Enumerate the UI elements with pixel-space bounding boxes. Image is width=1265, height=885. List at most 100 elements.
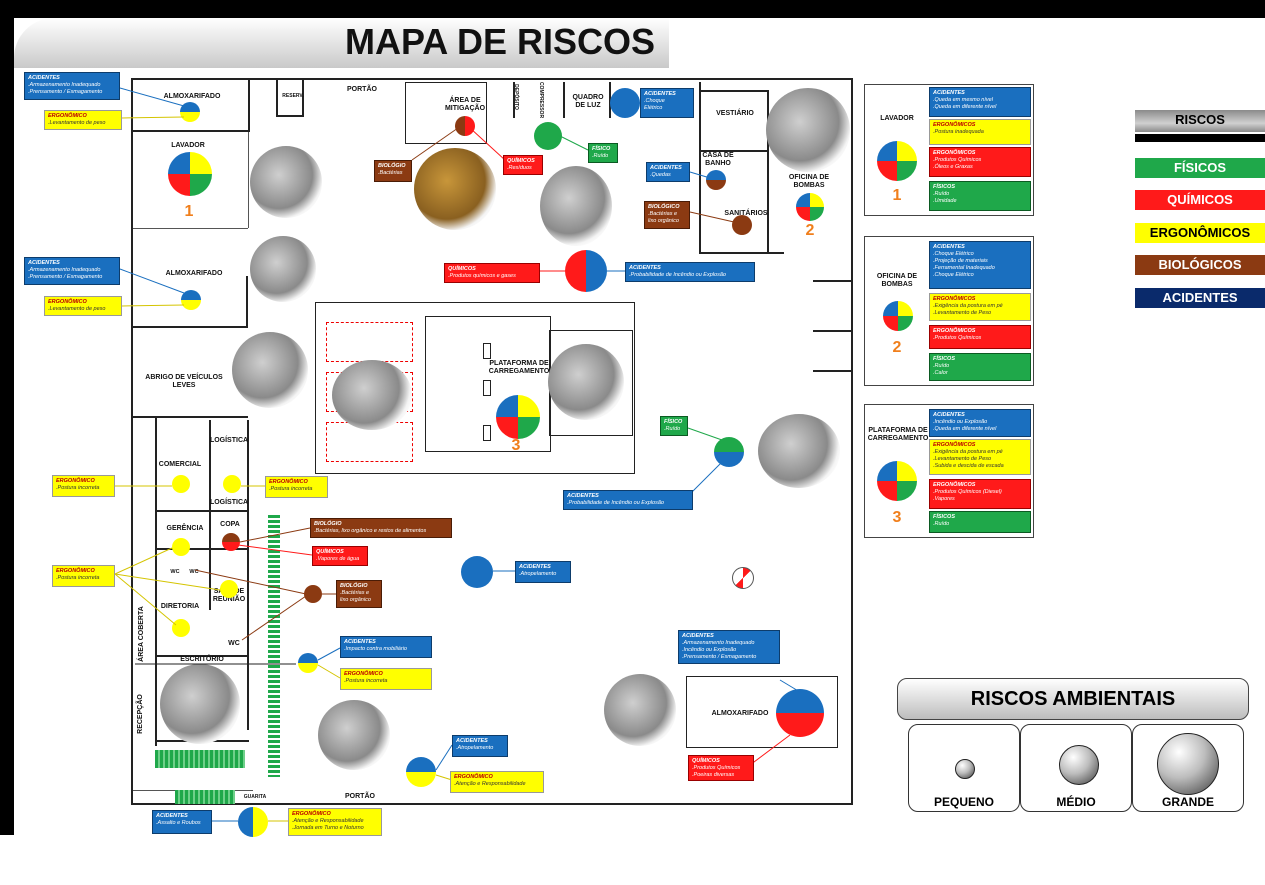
room-reserv: RESERV. <box>282 93 304 99</box>
note-acidentes-portao: ACIDENTES.Atropelamento <box>452 735 508 757</box>
risk-circle-portao[interactable] <box>406 757 436 787</box>
room-almoxarifado-top: ALMOXARIFADO <box>163 93 221 100</box>
panel-oficina-number: 2 <box>892 339 902 356</box>
room-comercial: COMERCIAL <box>158 461 202 468</box>
risk-circle-compressor[interactable] <box>534 122 562 150</box>
panel-lavador: LAVADOR 1 ACIDENTES.Queda em mesmo nível… <box>864 84 1034 216</box>
note-biologico-copa: BIOLÓGIO.Bactérias, lixo orgânico e rest… <box>310 518 452 538</box>
panel-oficina-quimicos: ERGONÔMICOS.Produtos Químicos <box>929 325 1031 349</box>
note-ergonomico-portao: ERGONÔMICO.Atenção e Responsabilidade <box>450 771 544 793</box>
risk-circle-logistica[interactable] <box>223 475 241 493</box>
room-casa-banho: CASA DE BANHO <box>702 152 734 167</box>
gate-top-label: PORTÃO <box>347 86 377 93</box>
room-oficina-bombas: OFICINA DE BOMBAS <box>788 174 830 189</box>
panel-lavador-title: LAVADOR <box>880 115 914 122</box>
note-acidentes-almox-top: ACIDENTES.Armazenamento Inadequado.Prens… <box>24 72 120 100</box>
size-grande-label: GRANDE <box>1161 795 1214 809</box>
photo-escritorio <box>160 664 240 744</box>
gate-bottom-label: PORTÃO <box>345 793 375 800</box>
room-logistica-2: LOGÍSTICA <box>209 499 249 506</box>
note-quimicos-copa: QUÍMICOS.Vapores de água <box>312 546 368 566</box>
note-ergonomico-guarita: ERGONÔMICO.Atenção e Responsabilidade.Jo… <box>288 808 382 836</box>
title-banner <box>14 18 669 68</box>
risk-circle-copa[interactable] <box>222 533 240 551</box>
note-quimicos-mitigacao: QUÍMICOS.Resíduos <box>503 155 543 175</box>
panel-plataforma-title: PLATAFORMA DE CARREGAMENTO <box>867 427 929 442</box>
room-lavador: LAVADOR <box>171 142 205 149</box>
room-almoxarifado-bottom: ALMOXARIFADO <box>711 710 769 717</box>
risk-circle-comercial[interactable] <box>172 475 190 493</box>
size-grande-box: GRANDE <box>1132 724 1244 812</box>
photo-oficina <box>766 88 850 172</box>
photo-almox-bottom <box>604 674 676 746</box>
risk-circle-lavador[interactable] <box>168 152 212 196</box>
note-ergonomico-escritorios: ERGONÔMICO.Postura incorreta <box>52 565 115 587</box>
risk-circle-gerencia[interactable] <box>172 538 190 556</box>
note-quimicos-gases: QUÍMICOS.Produtos químicos e gases <box>444 263 540 283</box>
risk-circle-oficina[interactable] <box>796 193 824 221</box>
note-acidentes-almox-bottom: ACIDENTES.Armazenamento Inadequado.Incên… <box>678 630 780 664</box>
panel-oficina: OFICINA DE BOMBAS 2 ACIDENTES.Choque Elé… <box>864 236 1034 386</box>
photo-portao <box>318 700 390 770</box>
note-acidentes-almox-mid: ACIDENTES.Armazenamento Inadequado.Prens… <box>24 257 120 285</box>
panel-oficina-acidentes: ACIDENTES.Choque Elétrico.Projeção de ma… <box>929 241 1031 289</box>
platform-slot <box>483 343 491 359</box>
risk-circle-almox-mid[interactable] <box>181 290 201 310</box>
panel-plataforma-number: 3 <box>892 509 902 526</box>
legend-ergonomicos: ERGONÔMICOS <box>1135 223 1265 243</box>
note-ergonomico-logistica: ERGONÔMICO.Postura incorreta <box>265 476 328 498</box>
risk-circle-patio[interactable] <box>714 437 744 467</box>
panel-oficina-fisicos: FÍSICOS.Ruído.Calor <box>929 353 1031 381</box>
risk-circle-sanitarios[interactable] <box>732 215 752 235</box>
risk-circle-almox-bottom[interactable] <box>776 689 824 737</box>
zone-number-3: 3 <box>511 437 521 454</box>
risk-circle-casa-banho[interactable] <box>706 170 726 190</box>
risk-circle-diretoria[interactable] <box>172 619 190 637</box>
risk-circle-wc[interactable] <box>304 585 322 603</box>
legend-biologicos: BIOLÓGICOS <box>1135 255 1265 275</box>
top-black-bar <box>0 0 1265 18</box>
panel-plataforma-fisicos: FÍSICOS.Ruído <box>929 511 1031 533</box>
size-pequeno-box: PEQUENO <box>908 724 1020 812</box>
panel-plataforma-ergonomicos: ERGONÔMICOS.Exigência da postura em pé.L… <box>929 439 1031 475</box>
room-abrigo-veiculos: ABRIGO DE VEÍCULOS LEVES <box>145 374 223 389</box>
photo-abrigo <box>232 332 308 408</box>
room-escritorio: ESCRITÓRIO <box>180 656 224 663</box>
panel-lavador-quimicos: ERGONÔMICOS.Produtos Químicos.Óleos e Gr… <box>929 147 1031 177</box>
photo-mitigacao <box>414 148 496 230</box>
floor-plan <box>131 78 853 805</box>
room-gerencia: GERÊNCIA <box>166 525 204 532</box>
note-ergonomico-escritorio: ERGONÔMICO.Postura incorreta <box>340 668 432 690</box>
left-black-bar <box>0 18 14 835</box>
note-ergonomico-comercial: ERGONÔMICO.Postura incorreta <box>52 475 115 497</box>
green-garden-1 <box>155 750 245 768</box>
panel-lavador-number: 1 <box>892 187 902 204</box>
legend-header-bar <box>1135 134 1265 142</box>
risk-circle-atropelamento[interactable] <box>461 556 493 588</box>
risk-circle-guarita[interactable] <box>238 807 268 837</box>
legend-quimicos: QUÍMICOS <box>1135 190 1265 210</box>
platform-slot <box>483 425 491 441</box>
legend-acidentes: ACIDENTES <box>1135 288 1265 308</box>
room-guarita: GUARITA <box>243 794 267 800</box>
risk-circle-escritorio[interactable] <box>298 653 318 673</box>
photo-tanks <box>540 166 612 246</box>
note-ergonomico-almox-top: ERGONÔMICO.Levantamento de peso <box>44 110 122 130</box>
risk-circle-gases[interactable] <box>565 250 607 292</box>
zone-number-2: 2 <box>805 222 815 239</box>
risk-circle-almox-top[interactable] <box>180 102 200 122</box>
risk-circle-plataforma[interactable] <box>496 395 540 439</box>
room-area-mitigacao: ÁREA DE MITIGAÇÃO <box>444 97 486 112</box>
size-medio-label: MÉDIO <box>1056 795 1096 809</box>
risk-circle-reuniao[interactable] <box>220 580 238 598</box>
room-wc-3: WC <box>228 640 240 647</box>
panel-lavador-circle <box>877 141 917 181</box>
small-sphere-icon <box>955 759 975 779</box>
zone-number-1: 1 <box>184 203 194 220</box>
medium-sphere-icon <box>1059 745 1099 785</box>
note-acidentes-atropelamento: ACIDENTES.Atropelamento <box>515 561 571 583</box>
risk-circle-mitigacao[interactable] <box>455 116 475 136</box>
